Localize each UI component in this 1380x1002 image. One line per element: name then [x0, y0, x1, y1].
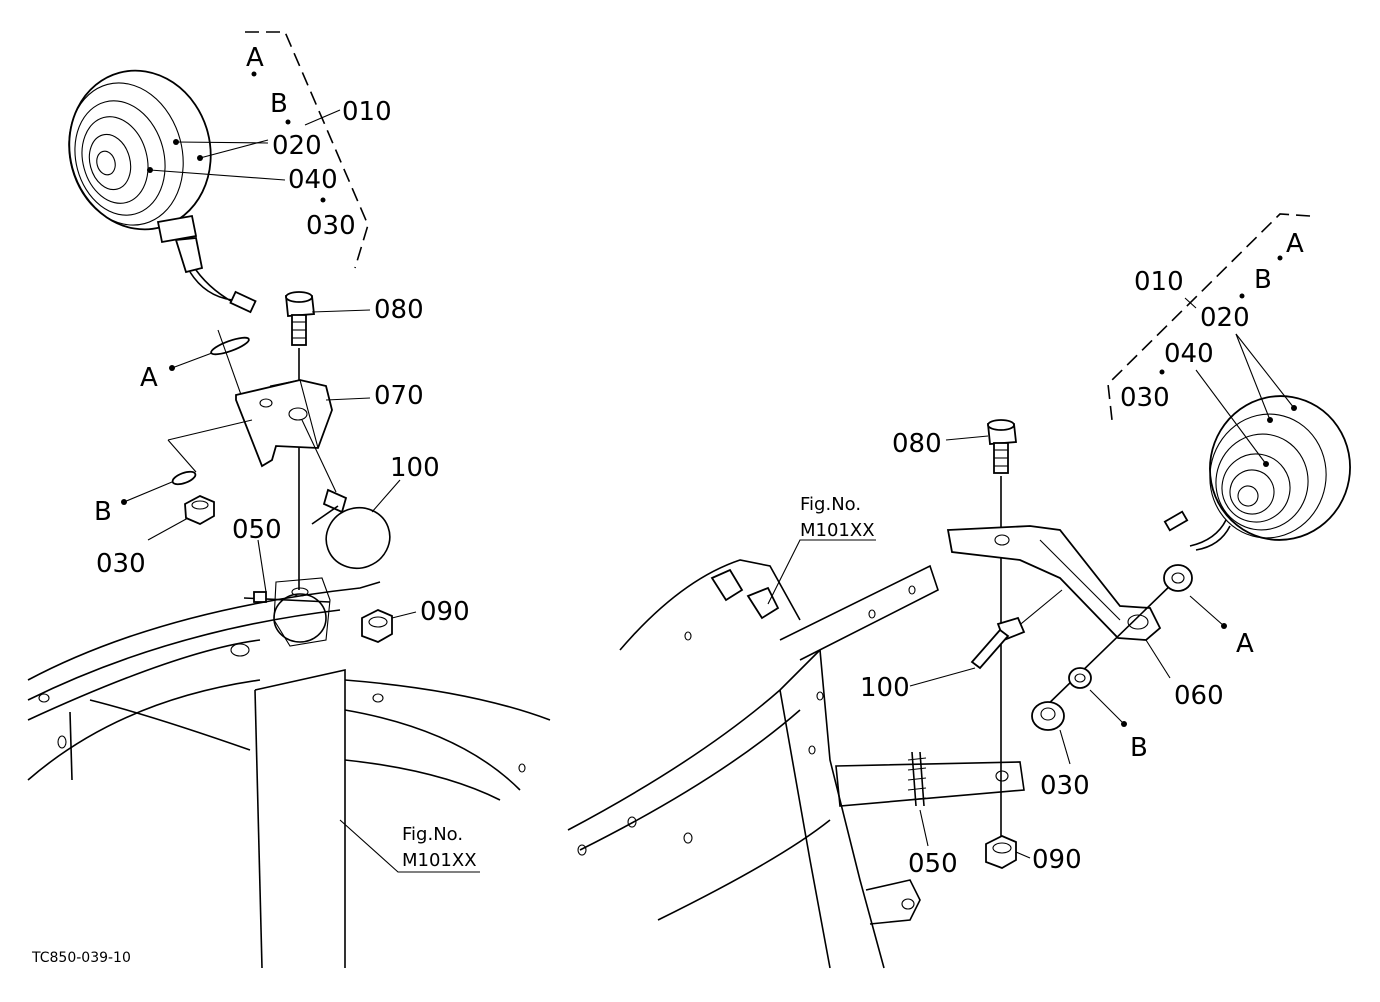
- left-assembly: A B 010 020 040 030 080 070 A 100 B 030 …: [27, 31, 551, 969]
- right-frame: [567, 559, 1025, 969]
- right-label-090: 090: [1032, 845, 1082, 875]
- left-label-030: 030: [96, 549, 146, 579]
- left-label-B-mid: B: [94, 497, 112, 527]
- right-label-100: 100: [860, 673, 910, 703]
- left-label-020: 020: [272, 131, 322, 161]
- left-bolt-080: [285, 291, 315, 346]
- diagram-code: TC850-039-10: [31, 950, 131, 966]
- left-nut-030: [184, 495, 215, 526]
- left-label-100: 100: [390, 453, 440, 483]
- right-fig-ref-line2: M101XX: [800, 520, 875, 541]
- left-nut-090: [361, 609, 393, 643]
- right-label-030-top: 030: [1120, 383, 1170, 413]
- left-label-010: 010: [342, 97, 392, 127]
- left-label-A-top: A: [246, 43, 264, 73]
- right-lamp: [1163, 395, 1351, 551]
- right-label-080: 080: [892, 429, 942, 459]
- left-label-070: 070: [374, 381, 424, 411]
- right-bracket-060: [946, 525, 1162, 641]
- right-label-050: 050: [908, 849, 958, 879]
- left-label-080: 080: [374, 295, 424, 325]
- right-label-A-mid: A: [1236, 629, 1254, 659]
- left-lamp: [68, 69, 257, 314]
- left-label-030-top: 030: [306, 211, 356, 241]
- left-clamp-050: [243, 577, 331, 647]
- left-label-040: 040: [288, 165, 338, 195]
- left-fig-ref-leader: [339, 819, 480, 873]
- right-label-040: 040: [1164, 339, 1214, 369]
- right-nut-090: [985, 835, 1017, 869]
- right-group-bracket: [1107, 213, 1311, 421]
- right-label-020: 020: [1200, 303, 1250, 333]
- right-label-030: 030: [1040, 771, 1090, 801]
- right-fig-ref-line1: Fig.No.: [800, 494, 861, 515]
- right-label-A-top: A: [1286, 229, 1304, 259]
- left-fig-ref-line1: Fig.No.: [402, 824, 463, 845]
- right-cable-tie-100: [970, 589, 1063, 670]
- right-bolt-080: [987, 419, 1017, 474]
- left-frame: [27, 581, 551, 969]
- right-label-010: 010: [1134, 267, 1184, 297]
- left-label-B-top: B: [270, 89, 288, 119]
- left-fig-ref-line2: M101XX: [402, 850, 477, 871]
- right-clamp-050: [907, 751, 927, 807]
- right-label-060: 060: [1174, 681, 1224, 711]
- right-label-B-top: B: [1254, 265, 1272, 295]
- right-nut-030: [1031, 701, 1065, 731]
- right-label-B-mid: B: [1130, 733, 1148, 763]
- left-label-A-mid: A: [140, 363, 158, 393]
- left-cable-tie-100: [301, 419, 391, 570]
- left-bracket-070: [235, 379, 333, 468]
- right-fig-ref-leader: [767, 539, 876, 605]
- left-label-090: 090: [420, 597, 470, 627]
- left-label-050: 050: [232, 515, 282, 545]
- right-assembly: A B 010 020 040 030 080 100 A 060 B 030 …: [567, 213, 1351, 969]
